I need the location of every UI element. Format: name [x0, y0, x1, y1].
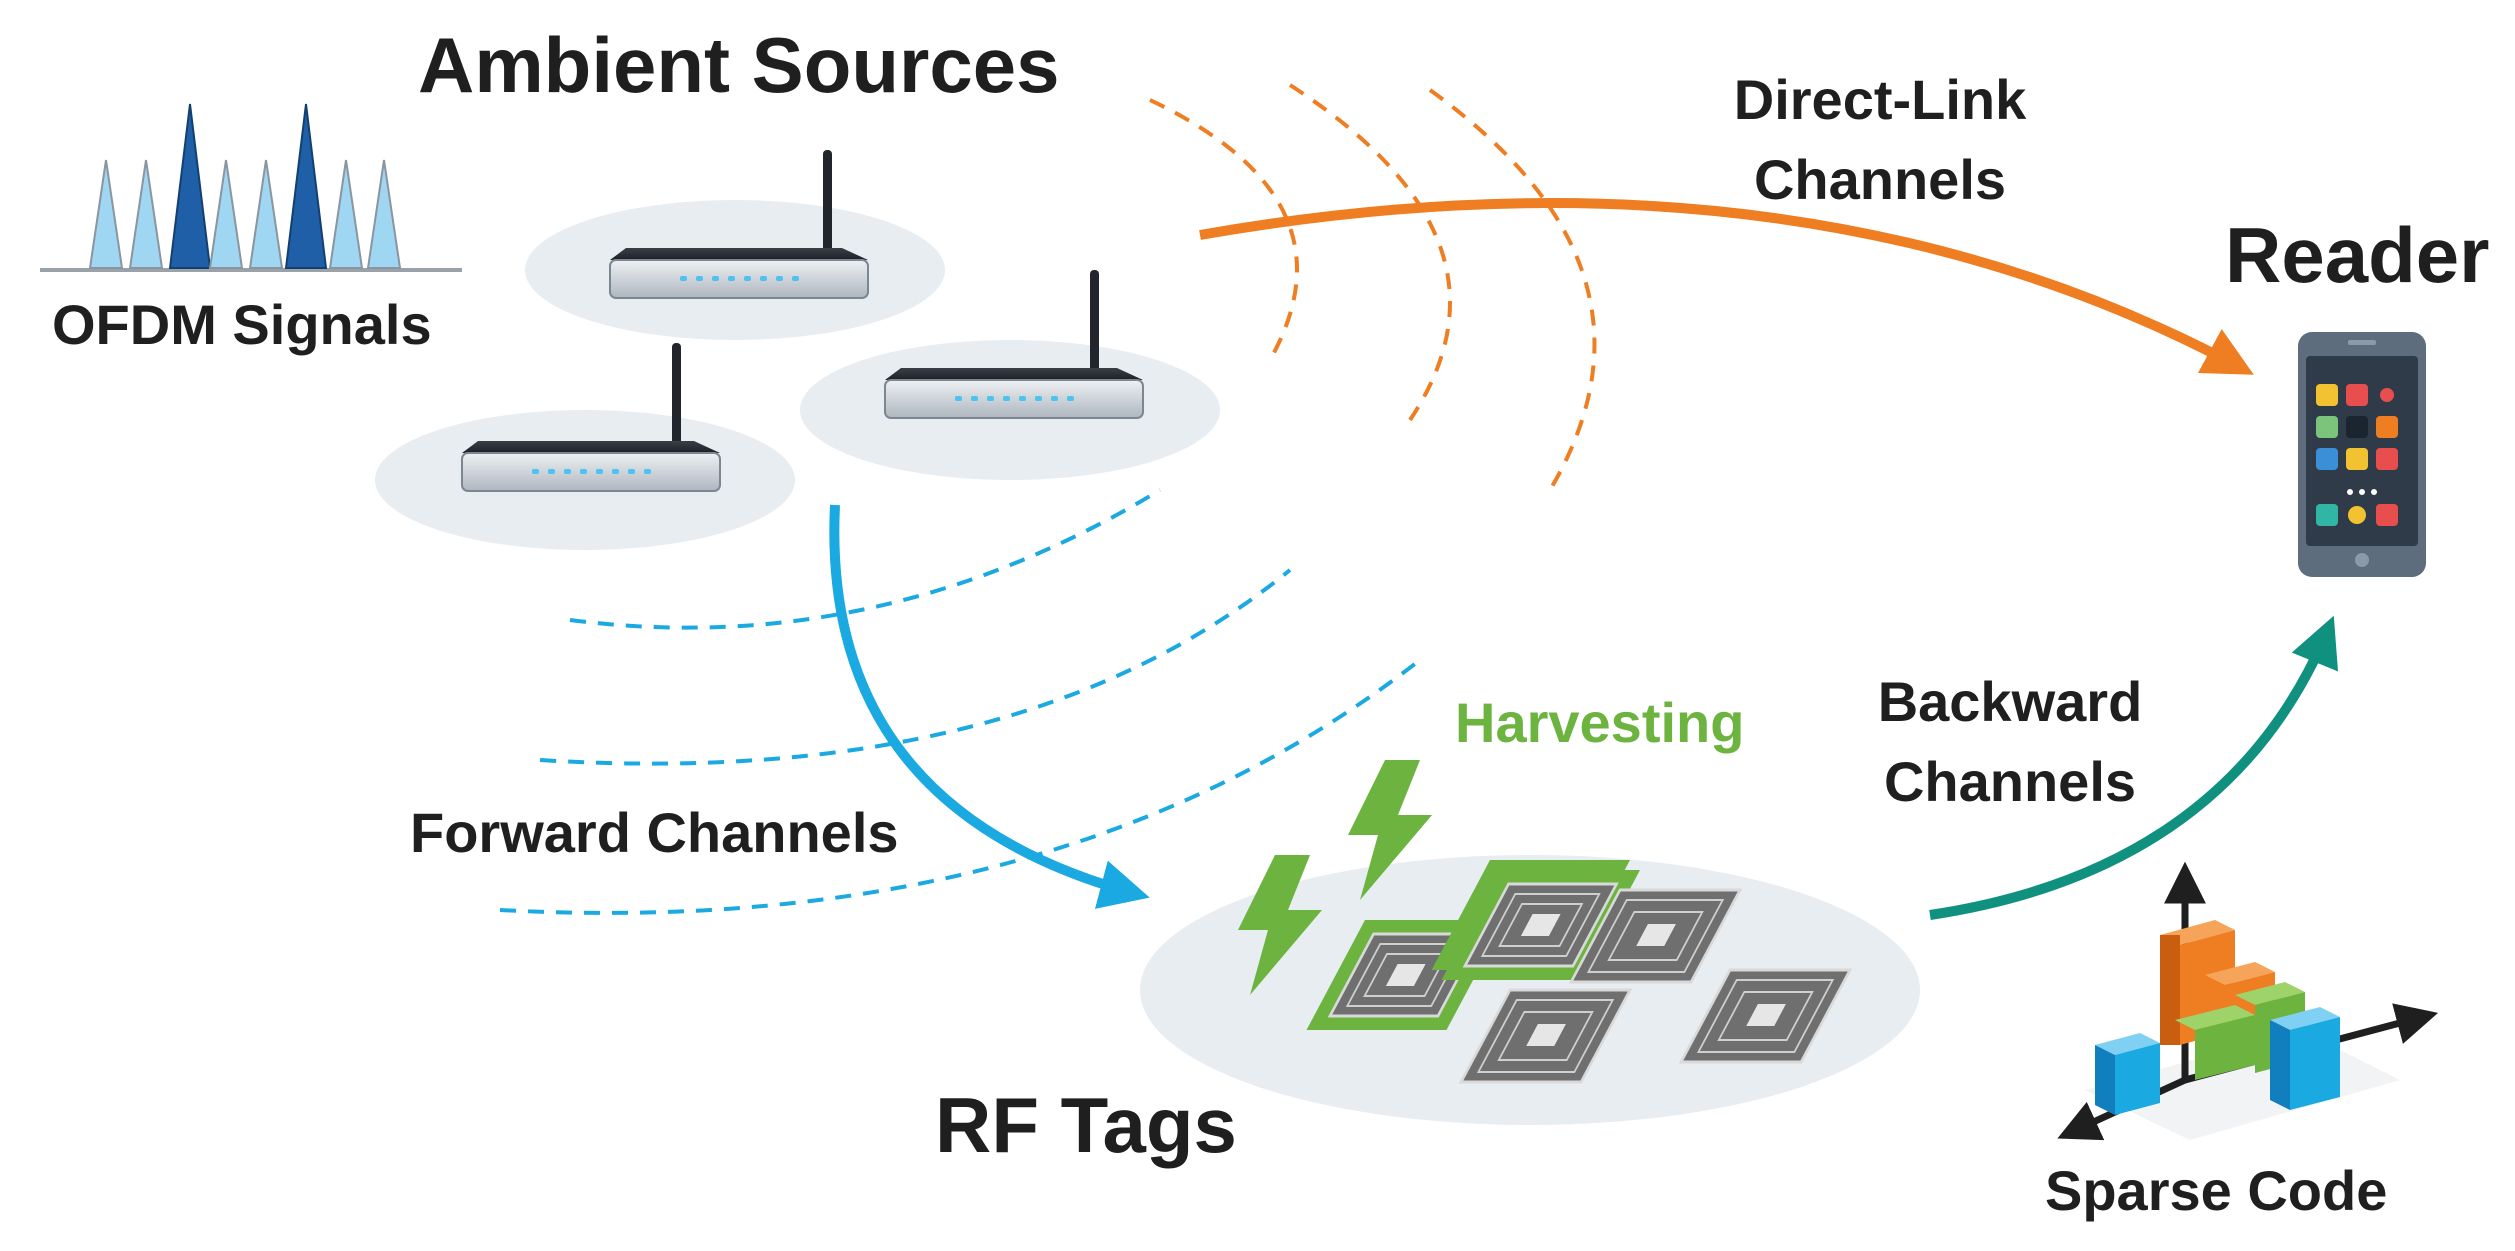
backward-channel-arrow [1929, 615, 2339, 920]
backward-channels-label: Backward Channels [1830, 662, 2190, 822]
direct-link-label: Direct-Link Channels [1700, 60, 2060, 220]
wifi-router-icon [609, 150, 869, 299]
direct-link-arrow [1199, 198, 2254, 375]
forward-channel-arrow [829, 504, 1150, 909]
reader-title: Reader [2225, 211, 2490, 299]
forward-channels-label: Forward Channels [410, 801, 899, 864]
rf-tags-title: RF Tags [935, 1081, 1237, 1169]
ambient-sources-title: Ambient Sources [418, 21, 1060, 109]
lightning-bolt-icon [1238, 855, 1322, 995]
rfid-tag-icon [1441, 870, 1640, 980]
ofdm-signals-label: OFDM Signals [52, 293, 432, 356]
direct-link-label-line2: Channels [1753, 148, 2007, 211]
harvesting-label: Harvesting [1455, 691, 1745, 754]
backward-channels-label-line2: Channels [1883, 750, 2137, 813]
wifi-router-icon [461, 343, 721, 492]
direct-link-label-line1: Direct-Link [1733, 68, 2027, 131]
direct-link-wavefronts [1149, 83, 1597, 492]
wifi-router-icon [884, 270, 1144, 419]
forward-wavefronts [499, 488, 1422, 915]
rfid-tag-icon [1568, 888, 1743, 984]
sparse-code-label: Sparse Code [2045, 1159, 2388, 1222]
ofdm-signals-icon [40, 103, 462, 272]
lightning-bolt-icon [1348, 760, 1432, 900]
rfid-tag-icon [1678, 968, 1853, 1064]
rfid-tag-icon [1458, 988, 1633, 1084]
smartphone-icon [2298, 332, 2426, 577]
backward-channels-label-line1: Backward [1877, 670, 2143, 733]
3d-bar-chart-icon [2057, 861, 2439, 1141]
